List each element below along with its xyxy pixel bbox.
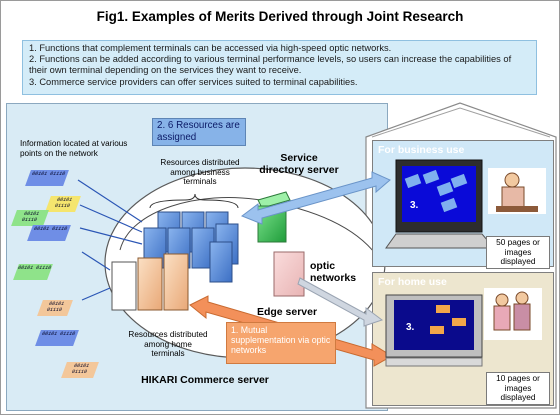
data-icon: 00101 01110 (27, 225, 71, 241)
family-figure (484, 288, 542, 340)
data-icon: 00101 01110 (11, 210, 49, 226)
data-icon: 00101 01110 (45, 196, 81, 212)
business-capacity-label: 50 pages or images displayed (486, 236, 550, 269)
data-icon: 00101 01110 (37, 300, 73, 316)
edge-server (273, 251, 305, 297)
mutual-supplementation-badge: 1. Mutual supplementation via optic netw… (226, 322, 336, 364)
commerce-server-label: HIKARI Commerce server (141, 374, 269, 386)
data-icon: 00101 01110 (35, 330, 79, 346)
data-icon: 00101 01110 (61, 362, 99, 378)
business-screen-number: 3. (410, 200, 419, 211)
home-tv (385, 294, 483, 367)
merit-1: 1. Functions that complement terminals c… (29, 43, 392, 53)
service-directory-label: Service directory server (259, 152, 339, 176)
home-resources-label: Resources distributed among home termina… (128, 330, 208, 358)
resources-assigned-badge: 2. 6 Resources are assigned (152, 118, 246, 146)
merit-2: 2. Functions can be added according to v… (29, 54, 512, 76)
merits-box: 1. Functions that complement terminals c… (22, 40, 537, 95)
business-computer (385, 159, 496, 249)
data-icon: 00101 01110 (25, 170, 69, 186)
home-resource-blocks (111, 253, 189, 311)
business-room-label: For business use (378, 144, 465, 156)
data-icon: 00101 01110 (13, 264, 53, 280)
businesswoman-figure (488, 168, 546, 214)
blue-arrow (240, 171, 391, 225)
figure-title: Fig1. Examples of Merits Derived through… (96, 9, 464, 24)
optic-networks-label: optic networks (310, 260, 357, 284)
info-locations-label: Information located at various points on… (20, 139, 128, 158)
merit-3: 3. Commerce service providers can offer … (29, 76, 358, 87)
business-resources-label: Resources distributed among business ter… (160, 158, 240, 186)
home-capacity-label: 10 pages or images displayed (486, 372, 550, 405)
home-room-label: For home use (378, 276, 447, 288)
home-screen-number: 3. (406, 322, 415, 333)
edge-server-label: Edge server (256, 306, 318, 318)
